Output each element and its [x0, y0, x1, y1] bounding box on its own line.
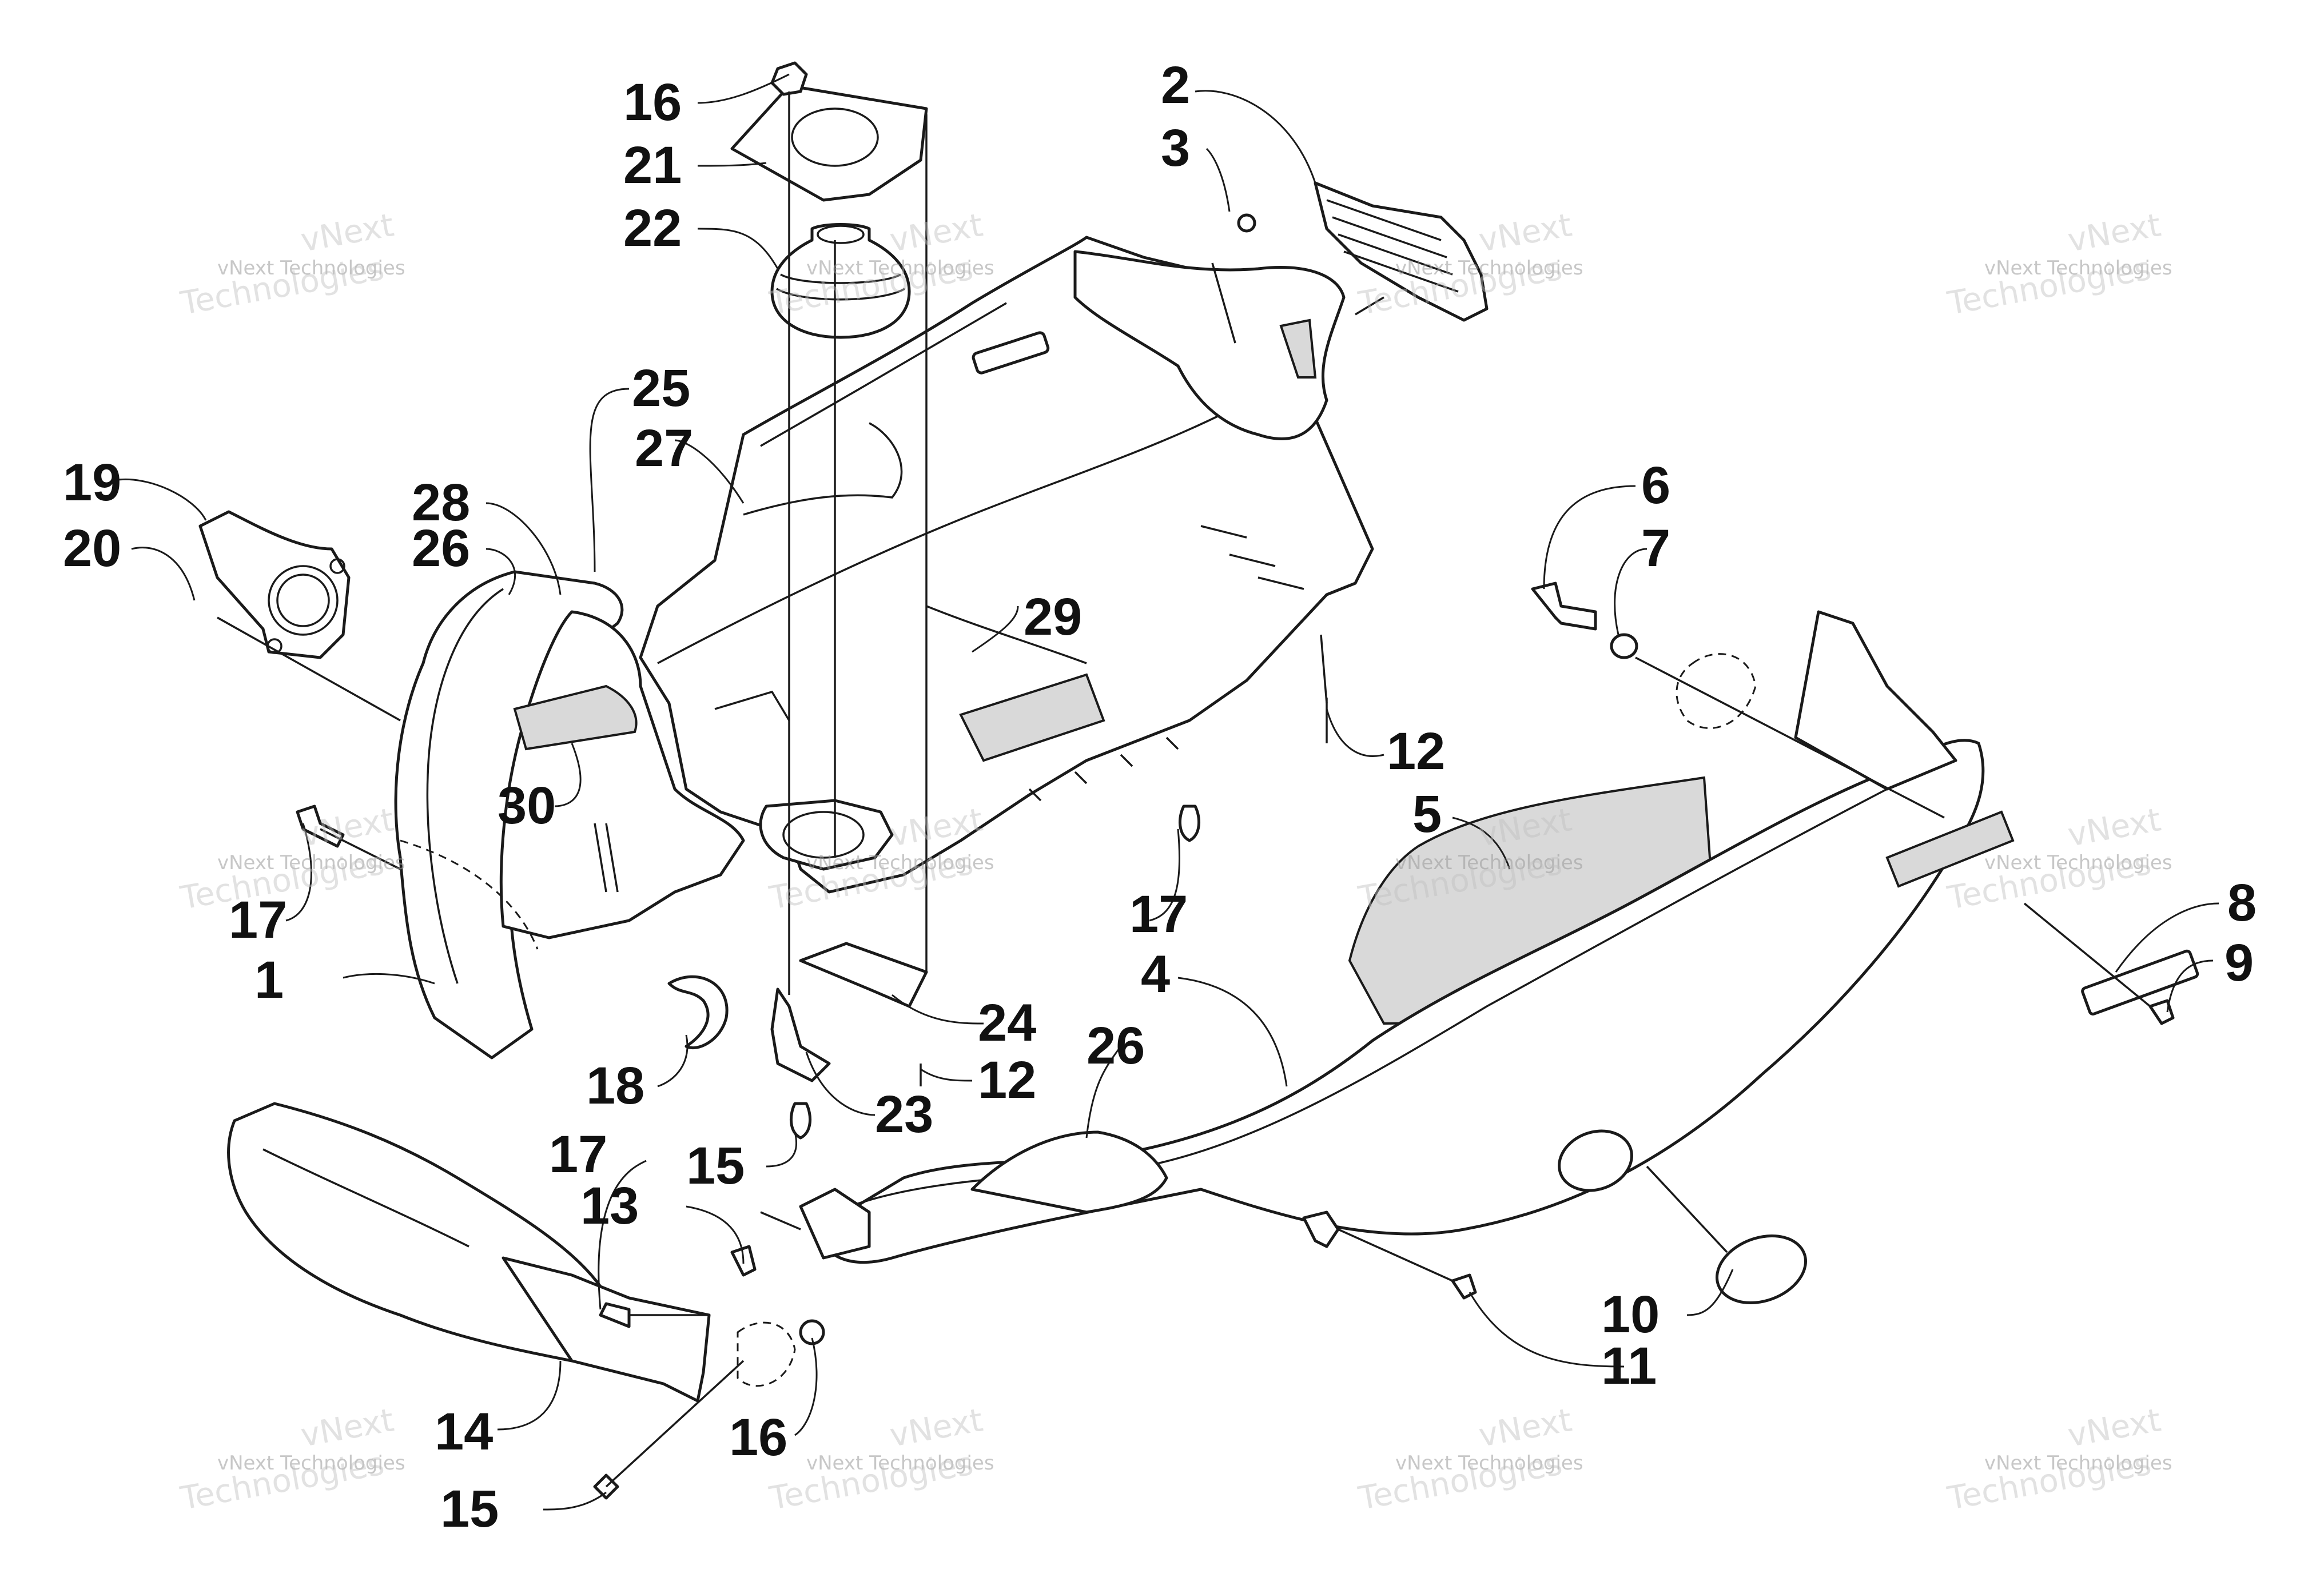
bellows-part: [770, 223, 911, 339]
svg-text:vNext Technologies: vNext Technologies: [1395, 257, 1583, 280]
watermark-5: vNext vNext Technologies Technologies: [177, 801, 405, 917]
callout-12-upper: 12: [1387, 722, 1445, 780]
belly-pan-part: [639, 236, 1374, 894]
callout-7: 7: [1641, 519, 1670, 578]
callout-16-top: 16: [623, 73, 682, 132]
svg-text:vNext Technologies: vNext Technologies: [217, 1452, 405, 1475]
svg-text:vNext: vNext: [887, 1401, 985, 1454]
callout-25: 25: [632, 359, 690, 417]
watermark-10: vNext vNext Technologies Technologies: [766, 1401, 994, 1518]
callout-5: 5: [1412, 785, 1442, 843]
svg-text:vNext: vNext: [298, 1401, 396, 1454]
callout-23: 23: [875, 1085, 933, 1144]
callout-labels: 1 2 3 4 5 6 7 8 9 10 11 12 12 13 14 15 1…: [63, 56, 2257, 1538]
callout-12-lower: 12: [978, 1051, 1036, 1109]
callout-21: 21: [623, 136, 682, 194]
callout-4: 4: [1141, 945, 1170, 1003]
watermark-12: vNext vNext Technologies Technologies: [1944, 1401, 2172, 1518]
svg-text:vNext: vNext: [1476, 206, 1574, 259]
callout-15-middle: 15: [686, 1137, 745, 1195]
reflector-part: [2081, 949, 2199, 1015]
lower-plates-part: [759, 799, 928, 1082]
watermark-9: vNext vNext Technologies Technologies: [177, 1401, 405, 1518]
callout-26-left: 26: [412, 519, 470, 578]
leader-lines: [114, 73, 2219, 1511]
callout-17-center: 17: [1129, 885, 1188, 943]
svg-text:vNext Technologies: vNext Technologies: [1984, 257, 2172, 280]
svg-text:vNext: vNext: [2065, 1401, 2163, 1454]
callout-15-bottom: 15: [440, 1480, 499, 1538]
svg-text:vNext Technologies: vNext Technologies: [217, 257, 405, 280]
watermark-11: vNext vNext Technologies Technologies: [1355, 1401, 1583, 1518]
svg-text:vNext: vNext: [2065, 801, 2163, 854]
left-nose-part: [227, 1102, 711, 1403]
svg-text:vNext: vNext: [2065, 206, 2163, 259]
svg-text:vNext Technologies: vNext Technologies: [1984, 1452, 2172, 1475]
svg-text:vNext: vNext: [887, 206, 985, 259]
callout-6: 6: [1641, 456, 1670, 515]
watermark-8: vNext vNext Technologies Technologies: [1944, 801, 2172, 917]
callout-9: 9: [2224, 934, 2254, 992]
callout-3: 3: [1161, 119, 1190, 177]
assembly-axis-lines: [217, 91, 2151, 1488]
callout-2: 2: [1161, 56, 1190, 114]
callout-11: 11: [1601, 1337, 1657, 1395]
boot-part: [198, 510, 351, 659]
callout-26-right: 26: [1087, 1017, 1145, 1075]
right-fender-part: [799, 610, 2015, 1264]
callout-20: 20: [63, 519, 121, 578]
upper-right-vent-part: [1073, 181, 1489, 440]
watermark-4: vNext vNext Technologies Technologies: [1944, 206, 2172, 322]
clip-part: [667, 975, 729, 1050]
callout-18: 18: [586, 1057, 644, 1115]
callout-24: 24: [978, 994, 1036, 1052]
callout-30: 30: [498, 776, 556, 835]
svg-text:vNext: vNext: [1476, 1401, 1574, 1454]
bolt-washer-part: [737, 582, 1757, 1387]
left-fender-part: [394, 570, 745, 1060]
svg-text:vNext Technologies: vNext Technologies: [217, 851, 405, 874]
callout-28: 28: [412, 473, 470, 532]
fastener-hardware: [296, 213, 2175, 1500]
top-plate-part: [730, 61, 928, 202]
svg-text:vNext Technologies: vNext Technologies: [1395, 851, 1583, 874]
watermark-1: vNext vNext Technologies Technologies: [177, 206, 405, 322]
oval-cap-part: [1716, 1234, 1807, 1304]
svg-text:vNext Technologies: vNext Technologies: [1395, 1452, 1583, 1475]
callout-1: 1: [254, 951, 284, 1009]
callout-17-left: 17: [229, 891, 287, 949]
callout-13: 13: [580, 1177, 639, 1235]
callout-16-bottom: 16: [729, 1408, 787, 1467]
callout-29: 29: [1024, 588, 1082, 646]
svg-text:vNext Technologies: vNext Technologies: [806, 257, 994, 280]
callout-10: 10: [1601, 1285, 1660, 1344]
svg-text:vNext Technologies: vNext Technologies: [806, 851, 994, 874]
fender-hole-part: [1558, 1129, 1633, 1192]
svg-text:vNext Technologies: vNext Technologies: [1984, 851, 2172, 874]
callout-22: 22: [623, 199, 682, 257]
callout-17-lower-left: 17: [549, 1125, 607, 1184]
svg-text:vNext: vNext: [298, 206, 396, 259]
callout-14: 14: [435, 1403, 493, 1461]
callout-8: 8: [2227, 874, 2257, 932]
callout-19: 19: [63, 453, 121, 512]
svg-text:vNext Technologies: vNext Technologies: [806, 1452, 994, 1475]
callout-27: 27: [635, 419, 693, 477]
